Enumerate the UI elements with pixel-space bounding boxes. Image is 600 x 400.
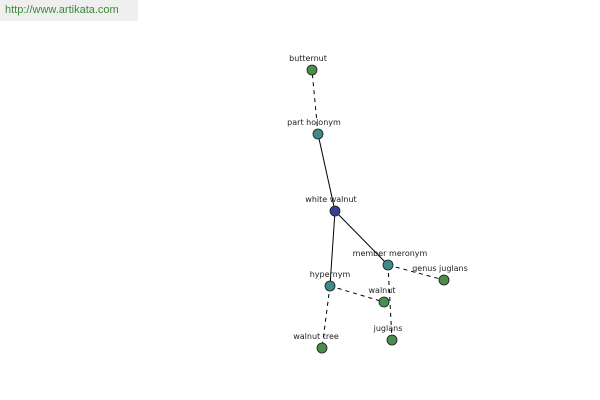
node-member-meronym[interactable] — [382, 259, 394, 271]
node-walnut[interactable] — [378, 296, 390, 308]
node-juglans[interactable] — [386, 334, 398, 346]
edge-hypernym-to-walnut — [329, 285, 385, 303]
edges-layer — [311, 69, 445, 349]
node-hypernym[interactable] — [324, 280, 336, 292]
edge-white-walnut-to-member-meronym — [334, 210, 389, 266]
node-part-holonym[interactable] — [312, 128, 324, 140]
node-label-genus-juglans[interactable]: genus juglans — [412, 264, 468, 273]
node-genus-juglans[interactable] — [438, 274, 450, 286]
node-label-walnut[interactable]: walnut — [369, 286, 396, 295]
node-label-butternut[interactable]: butternut — [289, 54, 327, 63]
node-label-white-walnut[interactable]: white walnut — [305, 195, 356, 204]
node-label-juglans[interactable]: juglans — [373, 324, 403, 333]
nodes-layer — [306, 64, 450, 354]
node-label-walnut-tree[interactable]: walnut tree — [293, 332, 339, 341]
edge-white-walnut-to-hypernym — [329, 210, 336, 287]
edge-hypernym-to-walnut-tree — [321, 285, 331, 349]
node-label-part-holonym[interactable]: part holonym — [287, 118, 341, 127]
edge-part-holonym-to-butternut — [311, 69, 319, 135]
node-label-hypernym[interactable]: hypernym — [310, 270, 351, 279]
node-white-walnut[interactable] — [329, 205, 341, 217]
edge-white-walnut-to-part-holonym — [317, 133, 336, 212]
site-url-label[interactable]: http://www.artikata.com — [0, 0, 138, 21]
node-butternut[interactable] — [306, 64, 318, 76]
node-label-member-meronym[interactable]: member meronym — [353, 249, 428, 258]
node-walnut-tree[interactable] — [316, 342, 328, 354]
labels-layer: butternut part holonym white walnut member … — [287, 54, 468, 341]
edge-member-meronym-to-genus-juglans — [387, 264, 445, 281]
